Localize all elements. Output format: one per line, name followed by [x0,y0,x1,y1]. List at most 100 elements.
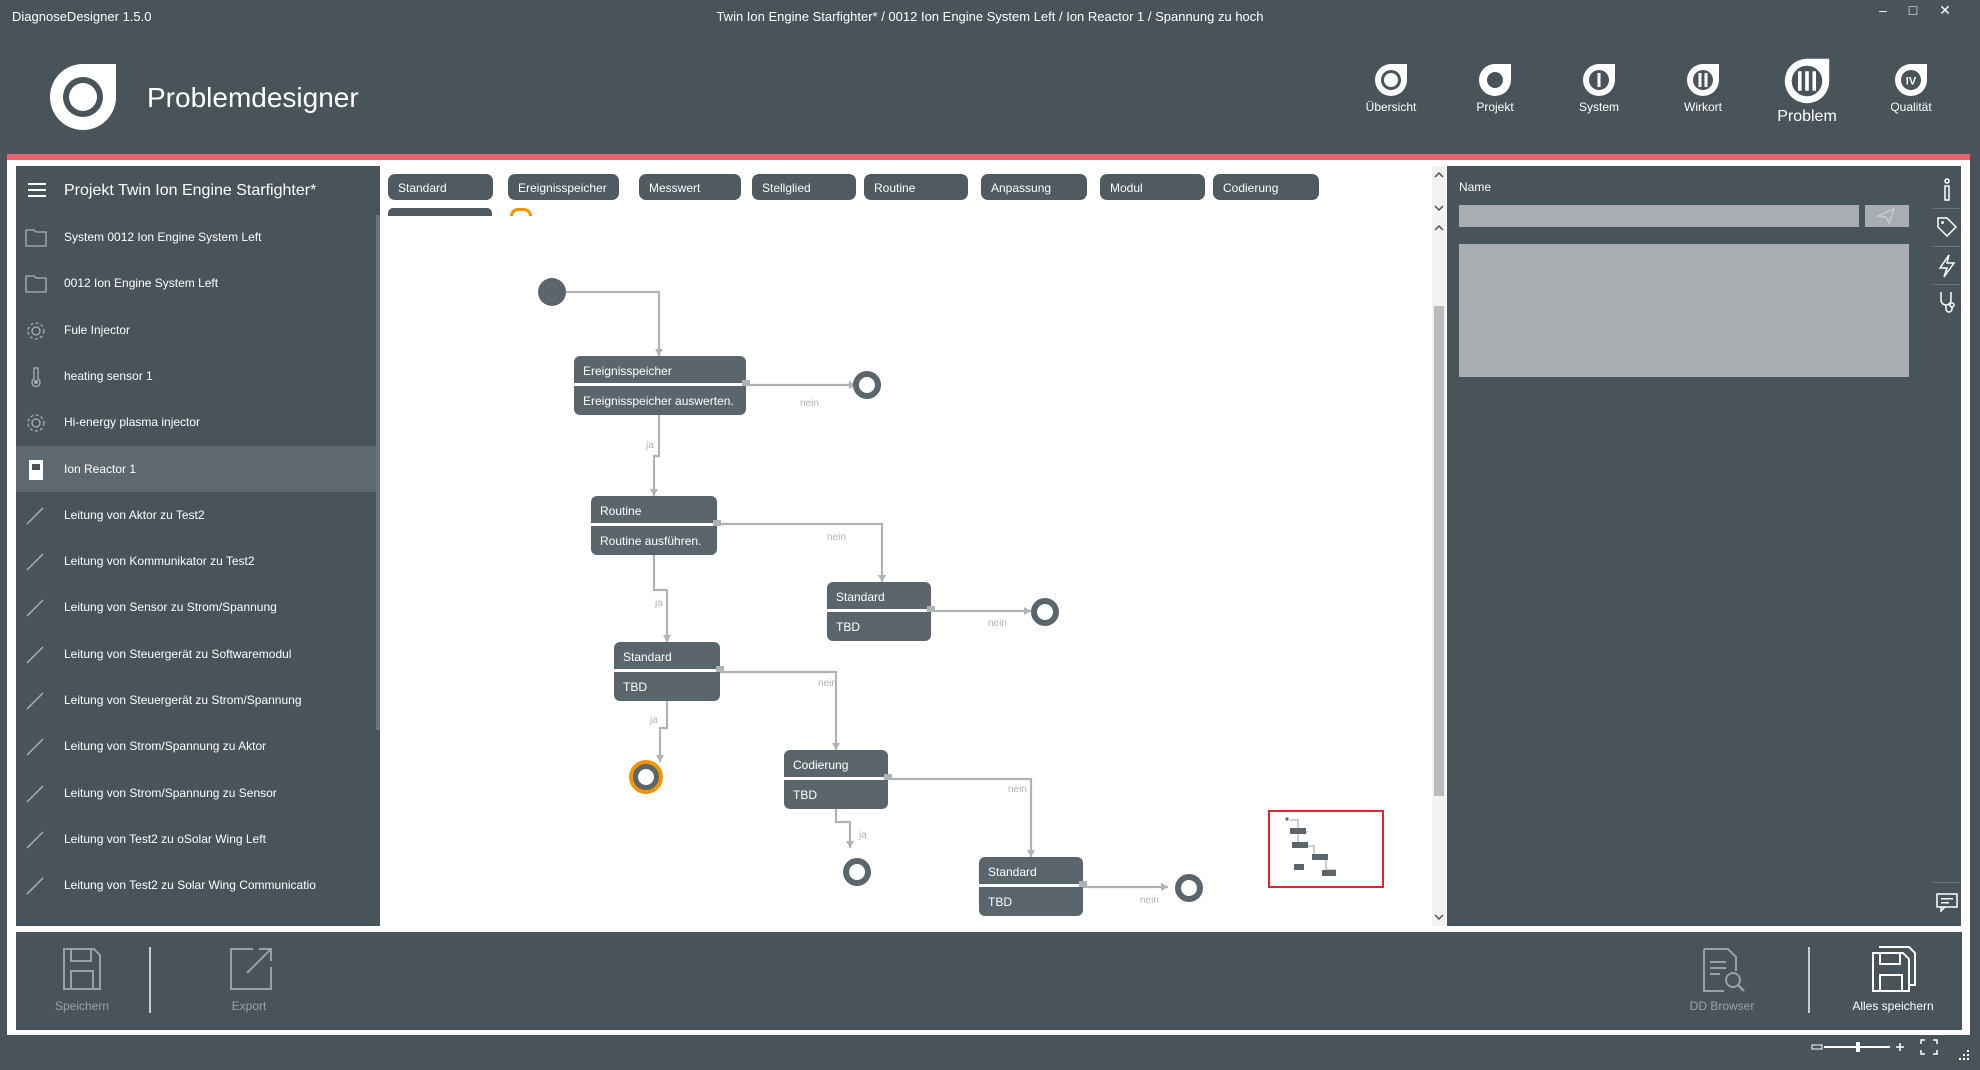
scroll-down-icon[interactable] [1434,913,1444,921]
page-title: Problemdesigner [147,82,359,113]
gear-icon [24,319,48,343]
flow-connector[interactable] [658,701,669,762]
dd-browser-button[interactable]: DD Browser [1657,932,1787,1030]
app-name: DiagnoseDesigner 1.5.0 [12,9,152,24]
folder-icon [24,272,48,296]
end-node[interactable] [1175,874,1203,902]
arrow-head [1027,850,1035,857]
palette-scroll-down-icon[interactable] [1434,204,1444,212]
arrow-head [655,349,663,356]
comment-icon[interactable] [1936,892,1958,912]
line-icon [24,550,48,574]
flow-canvas[interactable]: Standard Ereignisspeicher Messwert Stellgli… [380,166,1435,926]
module-overview-button[interactable]: Übersicht [1351,62,1431,114]
description-textarea[interactable] [1459,244,1909,377]
tree-item[interactable]: heating sensor 1 [16,353,380,399]
send-button[interactable] [1865,205,1909,227]
palette-chip[interactable]: Standard [388,174,493,200]
tree-item[interactable]: Leitung von Strom/Spannung zu Aktor [16,723,380,769]
flow-connector[interactable] [652,415,661,496]
scroll-up-icon[interactable] [1434,171,1444,179]
export-label: Export [231,999,267,1013]
flow-connector[interactable] [834,809,852,848]
palette-chip[interactable]: Anpassung [981,174,1087,200]
resize-grip-icon[interactable] [1958,1049,1970,1061]
save-all-button[interactable]: Alles speichern [1828,932,1958,1030]
palette-chip[interactable]: Routine [864,174,968,200]
flow-connector[interactable] [888,777,1033,857]
minimize-button[interactable]: – [1879,2,1887,18]
palette-chip[interactable]: Modul [1100,174,1205,200]
tree-item[interactable]: Leitung von Sensor zu Strom/Spannung [16,584,380,630]
canvas-scrollbar[interactable] [1432,166,1446,926]
palette-chip[interactable]: Messwert [639,174,741,200]
tree-item[interactable]: Leitung von Steuergerät zu Softwaremodul [16,631,380,677]
scroll-thumb[interactable] [1434,306,1444,796]
palette-overflow-chip[interactable] [388,208,492,216]
stethoscope-icon[interactable] [1937,290,1957,314]
lightning-icon[interactable] [1938,254,1956,278]
canvas-scroll-up-icon[interactable] [1434,224,1444,232]
project-tree: Projekt Twin Ion Engine Starfighter* Sys… [16,166,380,926]
module-label: Übersicht [1365,100,1417,114]
zoom-slider[interactable] [1810,1040,1906,1054]
flow-node-title: Codierung [793,758,848,772]
minimap[interactable] [1268,810,1384,888]
flow-connector[interactable] [553,290,661,356]
tree-item[interactable]: Fule Injector [16,307,380,353]
module-label: Wirkort [1684,100,1722,114]
palette-end-node[interactable] [510,208,532,216]
end-node[interactable] [632,763,660,791]
palette-chip[interactable]: Ereignisspeicher [508,174,619,200]
close-button[interactable]: ✕ [1939,2,1951,18]
project-tree-header[interactable]: Projekt Twin Ion Engine Starfighter* [16,166,380,216]
palette-chip[interactable]: Codierung [1213,174,1319,200]
tree-item[interactable]: Leitung von Strom/Spannung zu Sensor [16,770,380,816]
info-icon[interactable] [1939,178,1955,202]
accent-stripe [7,154,1970,160]
module-location-button[interactable]: Wirkort [1663,62,1743,114]
export-button[interactable]: Export [184,932,314,1030]
module-project-button[interactable]: Projekt [1455,62,1535,114]
flow-node-title: Standard [988,865,1037,879]
start-node[interactable] [538,278,566,306]
tree-item[interactable]: 0012 Ion Engine System Left [16,260,380,306]
tree-item[interactable]: Leitung von Kommunikator zu Test2 [16,538,380,584]
maximize-button[interactable]: □ [1908,2,1918,18]
hamburger-menu-icon[interactable] [28,182,46,198]
end-node[interactable] [843,858,871,886]
tree-item[interactable]: Ion Reactor 1 [16,445,380,492]
tree-item[interactable]: Leitung von Test2 zu Solar Wing Communic… [16,862,380,908]
tag-icon[interactable] [1936,216,1958,238]
tree-item[interactable]: Leitung von Aktor zu Test2 [16,492,380,538]
save-button[interactable]: Speichern [17,932,147,1030]
sidebar-scrollbar[interactable] [376,215,380,730]
module-system-button[interactable]: System [1559,62,1639,114]
end-node[interactable] [853,371,881,399]
flow-connector[interactable] [652,555,669,642]
module-quality-button[interactable]: IV Qualität [1871,62,1951,114]
tree-item[interactable]: Leitung von Test2 zu oSolar Wing Left [16,816,380,862]
fullscreen-icon[interactable] [1920,1039,1938,1055]
flow-connector[interactable] [717,522,884,582]
save-label: Speichern [54,999,110,1013]
line-icon [24,596,48,620]
flow-diagram[interactable]: neinjaneinjaneinneinjaneinjaneinEreignis… [380,166,1435,926]
tree-item[interactable]: Hi-energy plasma injector [16,399,380,445]
module-problem-button[interactable]: Problem [1767,56,1847,126]
end-node[interactable] [1031,598,1059,626]
palette-chip[interactable]: Stellglied [752,174,856,200]
flow-connector[interactable] [720,670,838,750]
document-icon [24,458,48,482]
tree-item[interactable]: System 0012 Ion Engine System Left [16,214,380,260]
name-input[interactable] [1459,205,1859,227]
overview-icon [1375,64,1407,96]
connector-label: nein [827,532,846,543]
tree-item[interactable]: Leitung von Steuergerät zu Strom/Spannun… [16,677,380,723]
